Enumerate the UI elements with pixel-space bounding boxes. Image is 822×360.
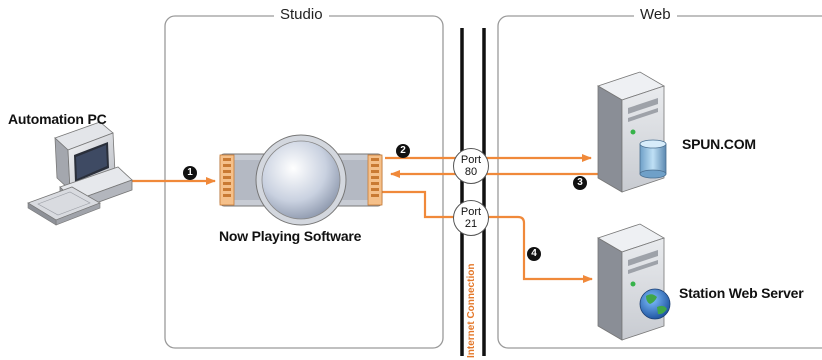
step-4-marker: 4 [527, 247, 541, 261]
port-label: Port [460, 206, 482, 218]
now-playing-label: Now Playing Software [219, 228, 362, 244]
port-number: 21 [464, 218, 478, 230]
web-title: Web [634, 6, 677, 23]
database-icon [639, 139, 667, 179]
software-hub-icon [219, 134, 383, 226]
server-tower-icon [597, 71, 665, 193]
arrow-software-to-station [382, 190, 593, 283]
step-1-marker: 1 [183, 166, 197, 180]
spun-label: SPUN.COM [682, 136, 756, 152]
port-80-node: Port 80 [453, 148, 489, 184]
port-21-node: Port 21 [453, 200, 489, 236]
server-tower-icon [597, 223, 665, 341]
desktop-computer-icon [27, 121, 133, 226]
automation-pc-label: Automation PC [8, 111, 107, 127]
internet-connection-label: Internet Connection [466, 263, 477, 358]
globe-icon [639, 288, 671, 320]
port-number: 80 [464, 166, 478, 178]
port-label: Port [460, 154, 482, 166]
step-3-marker: 3 [573, 176, 587, 190]
step-2-marker: 2 [396, 144, 410, 158]
station-web-server-label: Station Web Server [679, 285, 804, 301]
studio-title: Studio [274, 6, 329, 23]
